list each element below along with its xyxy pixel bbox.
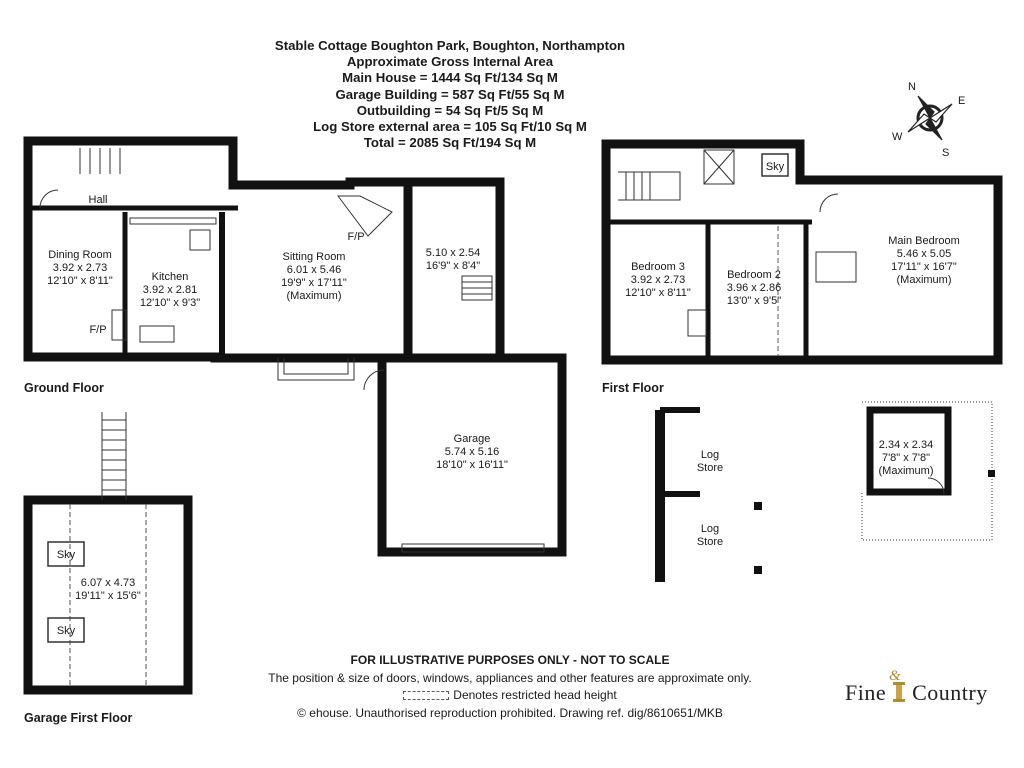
store-m: 5.10 x 2.54 (426, 247, 480, 259)
kitchen-counter (129, 217, 217, 225)
garage1-ft: 19'11" x 15'6" (75, 590, 141, 602)
log-store-1b: Store (697, 462, 723, 474)
sitting-m: 6.01 x 5.46 (287, 264, 341, 276)
log-store-area (861, 401, 993, 541)
pillar-icon (893, 682, 906, 702)
kitchen-m: 3.92 x 2.81 (143, 284, 197, 296)
compass-s: S (942, 147, 949, 159)
wall-garage-first (23, 495, 193, 695)
area-total: Total = 2085 Sq Ft/194 Sq M (363, 135, 537, 151)
wall-outbuilding (866, 406, 952, 496)
bed3-name: Bedroom 3 (631, 261, 685, 273)
stairs-store (461, 275, 493, 301)
kitchen-name: Kitchen (152, 271, 189, 283)
floor-garage-first: Garage First Floor (24, 711, 132, 725)
log-store-2a: Log (701, 523, 719, 535)
room-hall: Hall (89, 194, 108, 206)
sky-2: Sky (57, 625, 76, 637)
disclaimer-note: The position & size of doors, windows, a… (268, 670, 752, 685)
disclaimer: FOR ILLUSTRATIVE PURPOSES ONLY - NOT TO … (200, 652, 820, 722)
fireplace-first (687, 309, 707, 337)
out-ft: 7'8" x 7'8" (882, 452, 930, 464)
dining-m: 3.92 x 2.73 (53, 262, 107, 274)
area-log-store: Log Store external area = 105 Sq Ft/10 S… (313, 119, 587, 135)
store-ft: 16'9" x 8'4" (426, 260, 480, 272)
kitchen-ft: 12'10" x 9'3" (140, 297, 200, 309)
area-garage-building: Garage Building = 587 Sq Ft/55 Sq M (335, 86, 565, 102)
compass-e: E (958, 95, 965, 107)
wall-garage (377, 353, 567, 557)
bed3-ft: 12'10" x 8'11" (625, 287, 691, 299)
copyright: © ehouse. Unauthorised reproduction proh… (297, 705, 723, 720)
bed3-m: 3.92 x 2.73 (631, 274, 685, 286)
wall-ground-main (23, 136, 413, 363)
log-store-2b: Store (697, 536, 723, 548)
dining-ft: 12'10" x 8'11" (47, 275, 113, 287)
bed2-ft: 13'0" x 9'5" (727, 295, 781, 307)
garage-name: Garage (454, 433, 491, 445)
garage1-m: 6.07 x 4.73 (81, 577, 135, 589)
bath (815, 251, 857, 283)
disclaimer-title: FOR ILLUSTRATIVE PURPOSES ONLY - NOT TO … (350, 653, 670, 667)
plan-header: Stable Cottage Boughton Park, Boughton, … (240, 38, 660, 151)
area-main-house: Main House = 1444 Sq Ft/134 Sq M (342, 70, 558, 86)
main-bed-max: (Maximum) (897, 274, 952, 286)
compass-rose-icon (907, 95, 953, 141)
sink (139, 325, 175, 343)
plan-title: Stable Cottage Boughton Park, Boughton, … (274, 38, 626, 53)
fine-country-logo: Fine & Country (845, 668, 988, 706)
compass-n: N (908, 81, 916, 93)
wall-first-main (601, 139, 1003, 365)
sitting-ft: 19'9" x 17'11" (281, 277, 347, 289)
log-store-1a: Log (701, 449, 719, 461)
out-max: (Maximum) (879, 465, 934, 477)
main-bed-m: 5.46 x 5.05 (897, 248, 951, 260)
sitting-name: Sitting Room (283, 251, 346, 263)
hob (189, 229, 211, 251)
stairs-garage-first (101, 412, 127, 500)
first-stairs (618, 171, 681, 201)
bed2-name: Bedroom 2 (727, 269, 781, 281)
main-bed-name: Main Bedroom (888, 235, 960, 247)
dining-name: Dining Room (48, 249, 112, 261)
compass-w: W (892, 131, 903, 143)
main-bed-ft: 17'11" x 16'7" (891, 261, 957, 273)
sky-first: Sky (766, 161, 785, 173)
logo-country: Country (912, 680, 988, 705)
fp-sitting (337, 195, 393, 237)
shower (703, 149, 735, 185)
sky-1: Sky (57, 549, 76, 561)
garage-m: 5.74 x 5.16 (445, 446, 499, 458)
bed2-m: 3.96 x 2.86 (727, 282, 781, 294)
fp-ground: F/P (89, 324, 106, 336)
floor-ground: Ground Floor (24, 381, 104, 395)
plan-subtitle: Approximate Gross Internal Area (346, 54, 554, 70)
dashed-box-icon (403, 691, 450, 701)
garage-ft: 18'10" x 16'11" (436, 459, 508, 471)
fireplace-ground (111, 309, 127, 341)
out-m: 2.34 x 2.34 (879, 439, 933, 451)
garage-door (401, 543, 545, 553)
head-height-legend: Denotes restricted head height (200, 687, 820, 705)
fp-sitting: F/P (347, 231, 364, 243)
floor-first: First Floor (602, 381, 664, 395)
area-outbuilding: Outbuilding = 54 Sq Ft/5 Sq M (356, 102, 544, 118)
bay-window (277, 358, 355, 381)
logo-fine: Fine (845, 680, 887, 705)
stairs-hall (79, 148, 121, 174)
logo-amp: & (889, 668, 902, 684)
sitting-max: (Maximum) (287, 290, 342, 302)
